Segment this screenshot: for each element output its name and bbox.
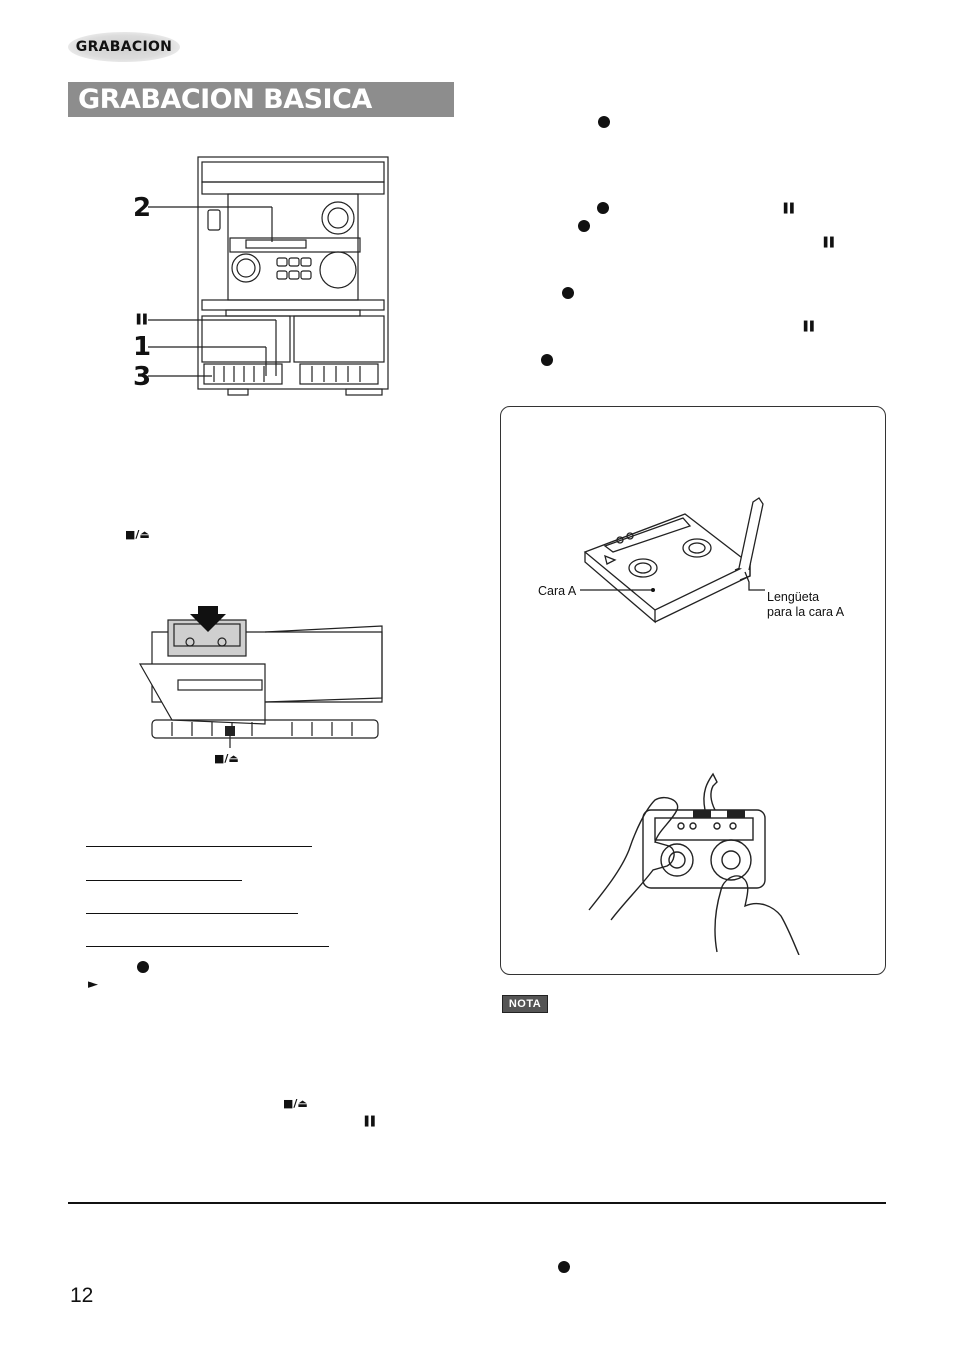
stop-eject-symbol: ■/⏏ — [125, 528, 150, 541]
pause-symbol: ❚❚ — [134, 312, 150, 325]
underline-rule — [86, 946, 329, 947]
record-dot-icon — [558, 1261, 570, 1273]
footer-rule — [68, 1202, 886, 1204]
record-dot-icon — [562, 287, 574, 299]
nota-badge: NOTA — [502, 995, 548, 1013]
cassette-tab-figure — [580, 497, 765, 624]
stop-eject-symbol: ■/⏏ — [283, 1097, 308, 1110]
pause-symbol: ❚❚ — [801, 319, 817, 332]
pause-symbol: ❚❚ — [362, 1114, 378, 1127]
record-dot-icon — [578, 220, 590, 232]
pause-symbol: ❚❚ — [821, 235, 837, 248]
section-label: GRABACION — [68, 32, 180, 62]
page-title: GRABACION BASICA — [68, 82, 454, 117]
cassette-deck-figure — [138, 606, 383, 748]
play-symbol: ► — [88, 977, 98, 992]
label-tab-line2: para la cara A — [767, 605, 845, 619]
record-dot-icon — [598, 116, 610, 128]
callout-number-3: 3 — [133, 362, 152, 392]
stop-eject-symbol-figure: ■/⏏ — [214, 752, 239, 765]
callout-number-1: 1 — [133, 332, 152, 362]
pause-symbol: ❚❚ — [781, 201, 797, 214]
label-tab-line1: Lengüeta — [767, 590, 820, 604]
page-number: 12 — [70, 1284, 94, 1307]
tip-box — [500, 406, 886, 975]
hands-cassette-figure — [588, 772, 800, 955]
underline-rule — [86, 913, 298, 914]
record-dot-icon — [137, 961, 149, 973]
stereo-system-figure — [148, 156, 389, 396]
label-side-a: Cara A — [538, 584, 577, 598]
record-dot-icon — [597, 202, 609, 214]
record-dot-icon — [541, 354, 553, 366]
callout-number-2: 2 — [133, 193, 152, 223]
underline-rule — [86, 880, 242, 881]
underline-rule — [86, 846, 312, 847]
